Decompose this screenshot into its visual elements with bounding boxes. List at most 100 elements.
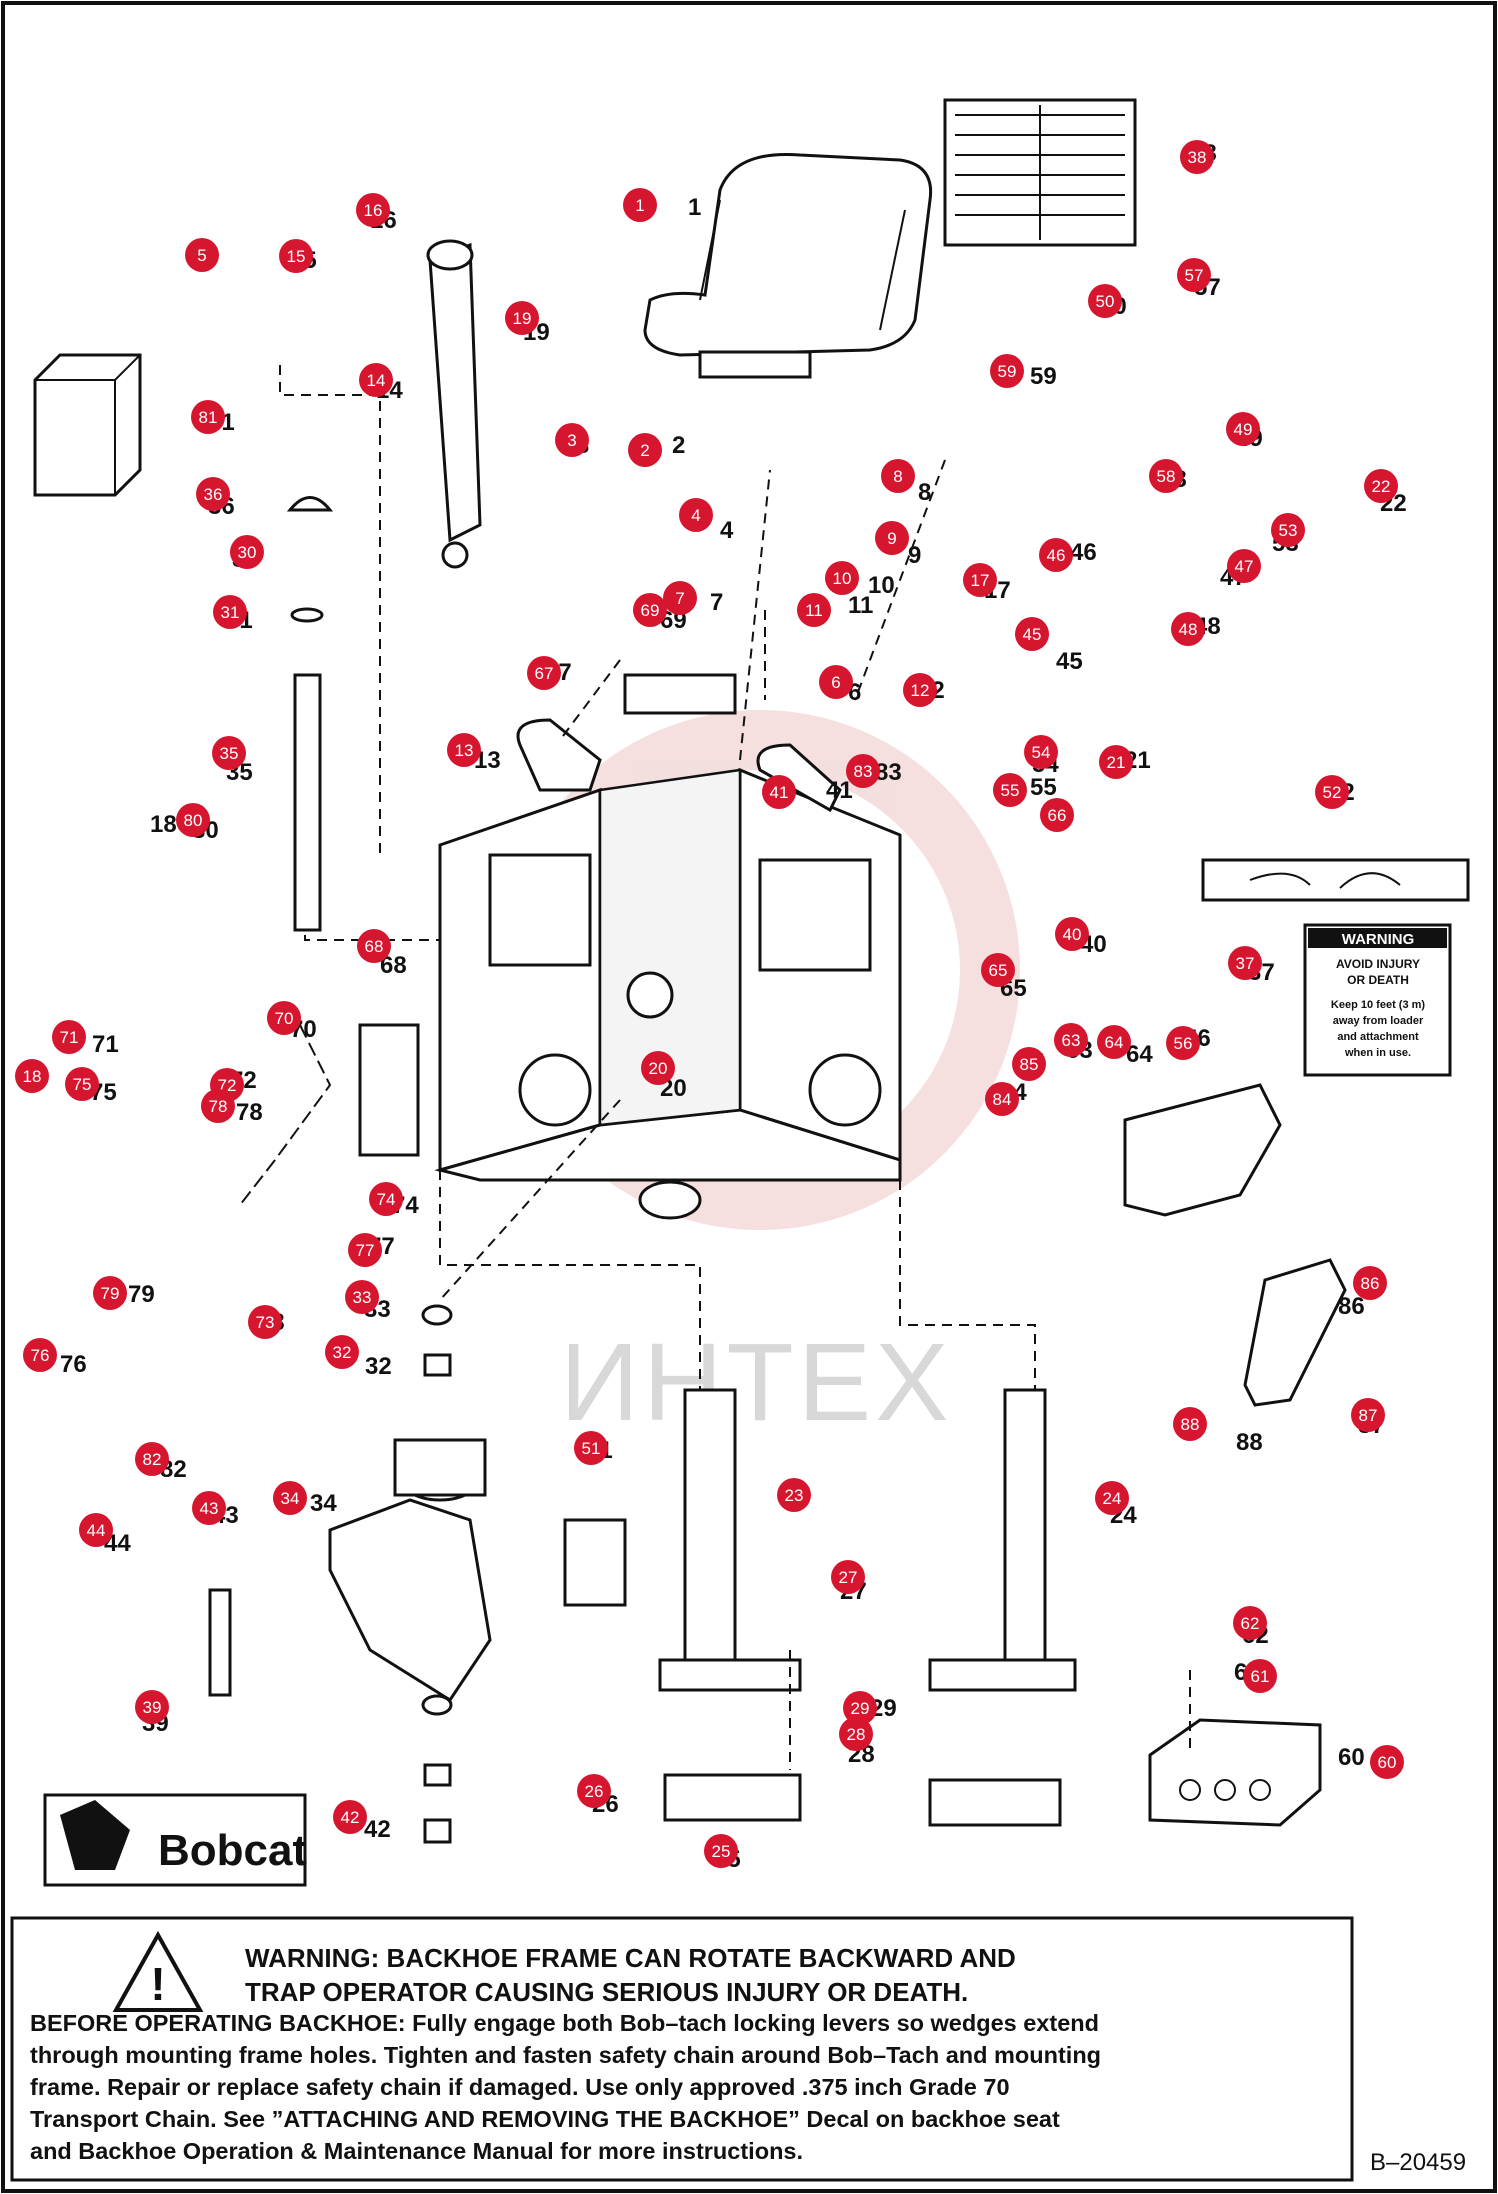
callout-63[interactable]: 63 bbox=[1054, 1023, 1088, 1057]
callout-marker-26[interactable] bbox=[577, 1774, 611, 1808]
callout-79[interactable]: 79 bbox=[93, 1276, 127, 1310]
callout-60[interactable]: 60 bbox=[1370, 1745, 1404, 1779]
callout-37[interactable]: 37 bbox=[1228, 946, 1262, 980]
callout-marker-83[interactable] bbox=[846, 754, 880, 788]
callout-35[interactable]: 35 bbox=[212, 736, 246, 770]
callout-39[interactable]: 39 bbox=[135, 1690, 169, 1724]
callout-10[interactable]: 10 bbox=[825, 561, 859, 595]
callout-70[interactable]: 70 bbox=[267, 1001, 301, 1035]
callout-4[interactable]: 4 bbox=[679, 498, 713, 532]
callout-8[interactable]: 8 bbox=[881, 459, 915, 493]
callout-32[interactable]: 32 bbox=[325, 1335, 359, 1369]
callout-marker-84[interactable] bbox=[985, 1082, 1019, 1116]
callout-marker-58[interactable] bbox=[1149, 459, 1183, 493]
callout-marker-87[interactable] bbox=[1351, 1398, 1385, 1432]
callout-50[interactable]: 50 bbox=[1088, 284, 1122, 318]
callout-52[interactable]: 52 bbox=[1315, 775, 1349, 809]
callout-marker-21[interactable] bbox=[1099, 745, 1133, 779]
callout-marker-85[interactable] bbox=[1012, 1047, 1046, 1081]
callout-77[interactable]: 77 bbox=[348, 1233, 382, 1267]
callout-74[interactable]: 74 bbox=[369, 1182, 403, 1216]
callout-marker-3[interactable] bbox=[555, 423, 589, 457]
callout-marker-12[interactable] bbox=[903, 673, 937, 707]
callout-marker-46[interactable] bbox=[1039, 538, 1073, 572]
callout-38[interactable]: 38 bbox=[1180, 140, 1214, 174]
callout-47[interactable]: 47 bbox=[1227, 549, 1261, 583]
callout-34[interactable]: 34 bbox=[273, 1481, 307, 1515]
callout-marker-45[interactable] bbox=[1015, 617, 1049, 651]
callout-14[interactable]: 14 bbox=[359, 363, 393, 397]
callout-17[interactable]: 17 bbox=[963, 563, 997, 597]
callout-marker-53[interactable] bbox=[1271, 513, 1305, 547]
callout-marker-76[interactable] bbox=[23, 1338, 57, 1372]
callout-marker-38[interactable] bbox=[1180, 140, 1214, 174]
callout-marker-32[interactable] bbox=[325, 1335, 359, 1369]
callout-12[interactable]: 12 bbox=[903, 673, 937, 707]
callout-marker-54[interactable] bbox=[1024, 735, 1058, 769]
callout-1[interactable]: 1 bbox=[623, 188, 657, 222]
callout-marker-36[interactable] bbox=[196, 477, 230, 511]
callout-81[interactable]: 81 bbox=[191, 400, 225, 434]
callout-marker-28[interactable] bbox=[839, 1717, 873, 1751]
callout-61[interactable]: 61 bbox=[1243, 1659, 1277, 1693]
callout-marker-65[interactable] bbox=[981, 953, 1015, 987]
callout-marker-22[interactable] bbox=[1364, 469, 1398, 503]
callout-36[interactable]: 36 bbox=[196, 477, 230, 511]
callout-marker-56[interactable] bbox=[1166, 1026, 1200, 1060]
callout-marker-37[interactable] bbox=[1228, 946, 1262, 980]
callout-marker-18[interactable] bbox=[15, 1059, 49, 1093]
callout-46[interactable]: 46 bbox=[1039, 538, 1073, 572]
callout-marker-68[interactable] bbox=[357, 929, 391, 963]
callout-marker-82[interactable] bbox=[135, 1442, 169, 1476]
callout-marker-48[interactable] bbox=[1171, 612, 1205, 646]
callout-66[interactable]: 66 bbox=[1040, 798, 1074, 832]
callout-marker-2[interactable] bbox=[628, 433, 662, 467]
callout-20[interactable]: 20 bbox=[641, 1051, 675, 1085]
callout-marker-70[interactable] bbox=[267, 1001, 301, 1035]
callout-marker-24[interactable] bbox=[1095, 1481, 1129, 1515]
callout-28[interactable]: 28 bbox=[839, 1717, 873, 1751]
callout-73[interactable]: 73 bbox=[248, 1305, 282, 1339]
callout-marker-80[interactable] bbox=[176, 803, 210, 837]
callout-marker-66[interactable] bbox=[1040, 798, 1074, 832]
callout-82[interactable]: 82 bbox=[135, 1442, 169, 1476]
callout-marker-33[interactable] bbox=[345, 1280, 379, 1314]
callout-53[interactable]: 53 bbox=[1271, 513, 1305, 547]
callout-marker-10[interactable] bbox=[825, 561, 859, 595]
callout-64[interactable]: 64 bbox=[1097, 1025, 1131, 1059]
callout-49[interactable]: 49 bbox=[1226, 412, 1260, 446]
callout-27[interactable]: 27 bbox=[831, 1560, 865, 1594]
callout-15[interactable]: 15 bbox=[279, 239, 313, 273]
callout-marker-15[interactable] bbox=[279, 239, 313, 273]
callout-40[interactable]: 40 bbox=[1055, 917, 1089, 951]
callout-marker-34[interactable] bbox=[273, 1481, 307, 1515]
callout-23[interactable]: 23 bbox=[777, 1478, 811, 1512]
callout-marker-71[interactable] bbox=[52, 1020, 86, 1054]
callout-marker-88[interactable] bbox=[1173, 1407, 1207, 1441]
callout-78[interactable]: 78 bbox=[201, 1089, 235, 1123]
callout-marker-14[interactable] bbox=[359, 363, 393, 397]
callout-marker-52[interactable] bbox=[1315, 775, 1349, 809]
callout-marker-31[interactable] bbox=[213, 595, 247, 629]
callout-marker-49[interactable] bbox=[1226, 412, 1260, 446]
callout-marker-63[interactable] bbox=[1054, 1023, 1088, 1057]
callout-11[interactable]: 11 bbox=[797, 593, 831, 627]
callout-13[interactable]: 13 bbox=[447, 733, 481, 767]
callout-59[interactable]: 59 bbox=[990, 354, 1024, 388]
callout-24[interactable]: 24 bbox=[1095, 1481, 1129, 1515]
callout-68[interactable]: 68 bbox=[357, 929, 391, 963]
callout-83[interactable]: 83 bbox=[846, 754, 880, 788]
callout-marker-5[interactable] bbox=[185, 238, 219, 272]
callout-48[interactable]: 48 bbox=[1171, 612, 1205, 646]
callout-2[interactable]: 2 bbox=[628, 433, 662, 467]
callout-marker-62[interactable] bbox=[1233, 1606, 1267, 1640]
callout-marker-73[interactable] bbox=[248, 1305, 282, 1339]
callout-marker-4[interactable] bbox=[679, 498, 713, 532]
callout-marker-81[interactable] bbox=[191, 400, 225, 434]
callout-marker-79[interactable] bbox=[93, 1276, 127, 1310]
callout-21[interactable]: 21 bbox=[1099, 745, 1133, 779]
callout-marker-6[interactable] bbox=[819, 665, 853, 699]
callout-43[interactable]: 43 bbox=[192, 1491, 226, 1525]
callout-6[interactable]: 6 bbox=[819, 665, 853, 699]
callout-3[interactable]: 3 bbox=[555, 423, 589, 457]
